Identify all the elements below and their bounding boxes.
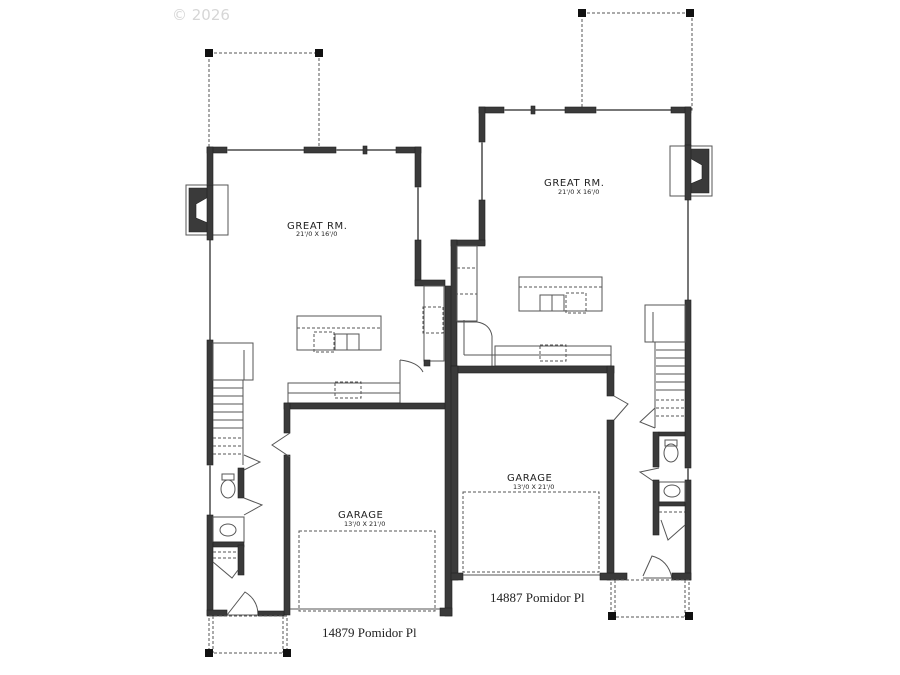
- kitchen-island-left: [296, 315, 382, 353]
- label-garage-right: GARAGE 13'/0 X 21'/0: [507, 473, 554, 491]
- label-great-room-right: GREAT RM. 21'/0 X 16'/0: [544, 178, 605, 196]
- kitchen-island-right: [518, 276, 603, 314]
- room-dimensions: 13'/0 X 21'/0: [513, 483, 554, 491]
- front-porch-left: [205, 615, 291, 657]
- label-great-room-left: GREAT RM. 21'/0 X 16'/0: [287, 221, 348, 238]
- room-dimensions: 21'/0 X 16'/0: [558, 188, 599, 196]
- address-left: 14879 Pomidor Pl: [322, 625, 417, 640]
- address-right: 14887 Pomidor Pl: [490, 590, 585, 605]
- stairs-left: [212, 342, 254, 465]
- unit-left: [185, 49, 453, 657]
- copyright-watermark: © 2026: [172, 6, 230, 24]
- stairs-right: [639, 304, 686, 429]
- label-garage-left: GARAGE 13'/0 X 21'/0: [338, 510, 385, 528]
- room-name: GARAGE: [338, 510, 383, 521]
- front-porch-right: [608, 579, 693, 620]
- room-dimensions: 21'/0 X 16'/0: [296, 230, 337, 238]
- rear-patio-left: [205, 49, 323, 151]
- room-name: GARAGE: [507, 473, 552, 484]
- room-name: GREAT RM.: [287, 221, 348, 232]
- rear-patio-right: [578, 9, 694, 111]
- unit-right: [423, 9, 713, 620]
- fireplace-right: [669, 144, 713, 201]
- room-name: GREAT RM.: [544, 178, 605, 189]
- room-dimensions: 13'/0 X 21'/0: [344, 520, 385, 528]
- fireplace-left: [185, 184, 229, 241]
